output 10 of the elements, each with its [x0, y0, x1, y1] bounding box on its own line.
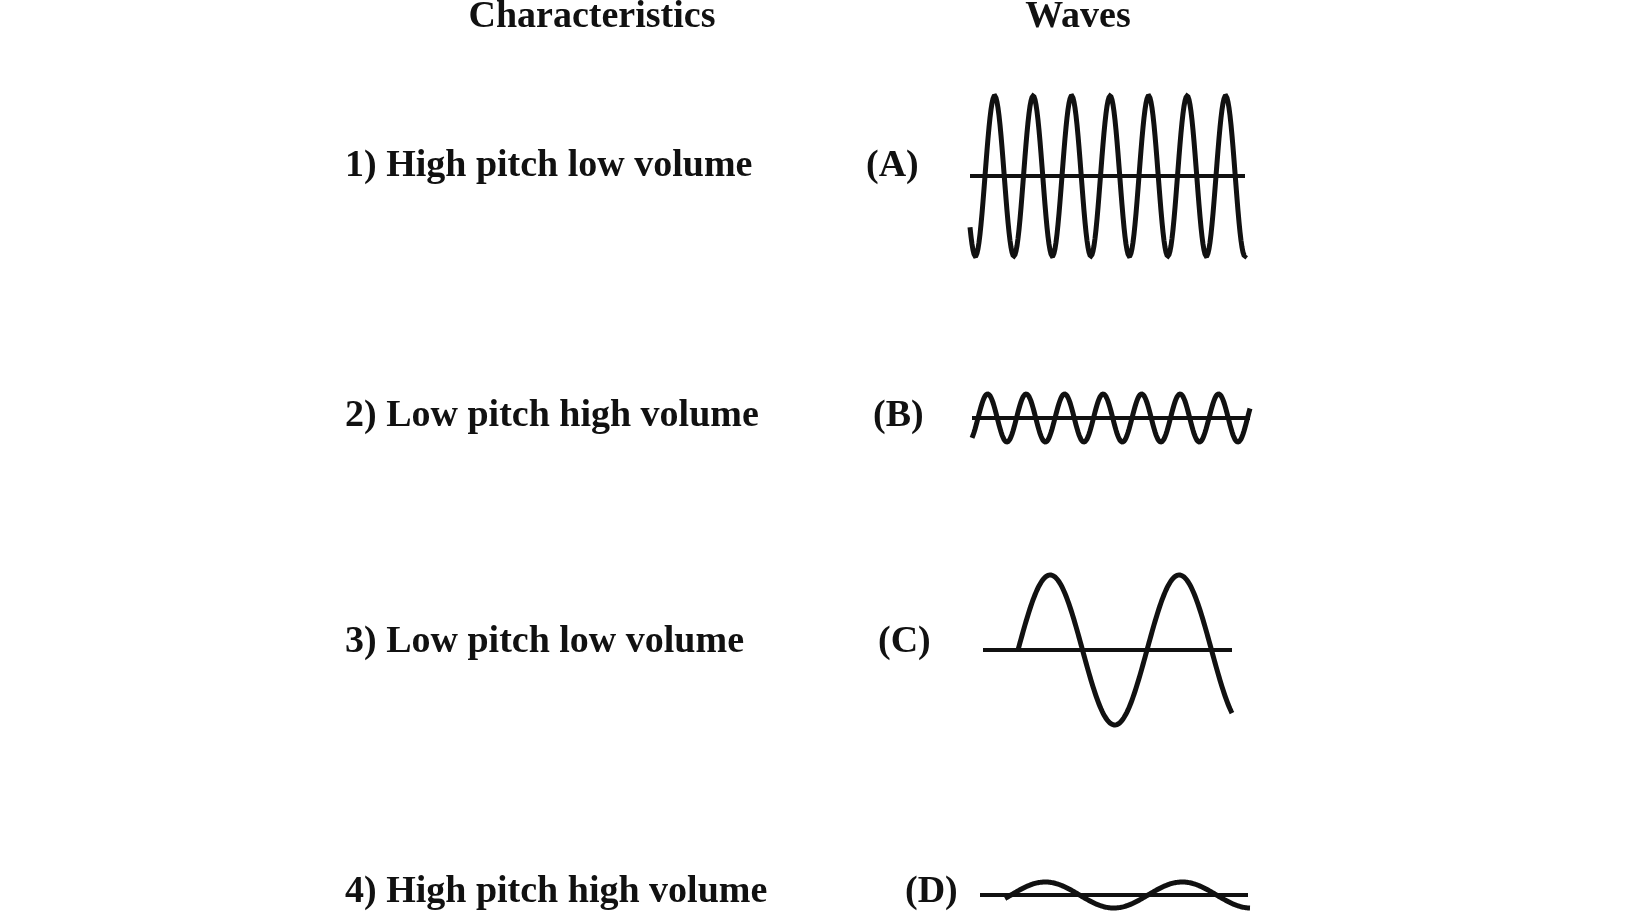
wave-letter: (B)	[873, 394, 924, 432]
column-heading: Waves	[1025, 0, 1131, 33]
wave-letter: (C)	[878, 620, 931, 658]
characteristic-text: 3) Low pitch low volume	[345, 620, 744, 658]
characteristic-text: 1) High pitch low volume	[345, 144, 753, 182]
characteristic-text: 2) Low pitch high volume	[345, 394, 759, 432]
wave-letter: (D)	[905, 870, 958, 908]
wave-letter: (A)	[866, 144, 919, 182]
characteristic-text: 4) High pitch high volume	[345, 870, 768, 908]
column-heading: Characteristics	[468, 0, 716, 33]
